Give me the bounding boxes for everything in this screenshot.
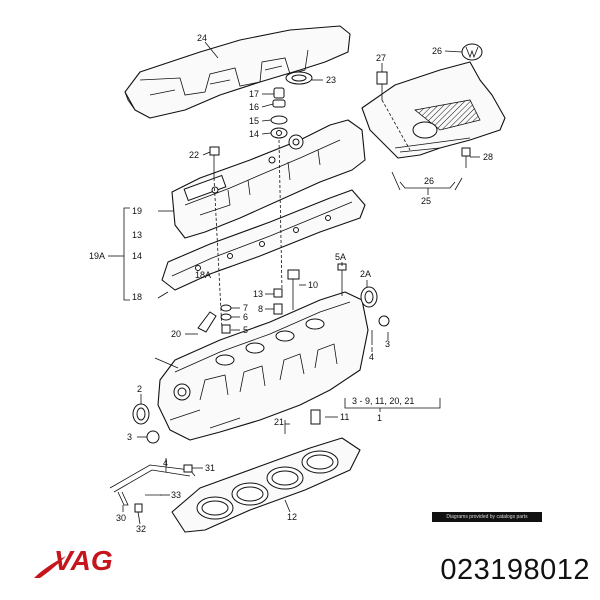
brand-swoosh <box>34 556 66 578</box>
sealing-plug-3b <box>378 315 390 327</box>
callout-18a: 18A <box>195 270 211 280</box>
lower-support-bracket <box>109 464 196 513</box>
callout-4-right: 4 <box>369 352 374 362</box>
bolt-27 <box>376 71 388 100</box>
stud-left <box>154 357 179 369</box>
leader-lines <box>108 41 480 525</box>
callout-20: 20 <box>171 329 181 339</box>
callout-6: 6 <box>243 312 248 322</box>
callout-22: 22 <box>189 150 199 160</box>
callout-13-upper: 13 <box>132 230 142 240</box>
callout-28: 28 <box>483 152 493 162</box>
callout-3-9-range: 3 - 9, 11, 20, 21 <box>352 396 414 406</box>
brand-wordmark: VAG <box>54 545 113 576</box>
callout-26-emblem: 26 <box>432 46 442 56</box>
bracket-20 <box>197 311 217 333</box>
nut-5 <box>221 324 231 334</box>
oil-filler-seal-ring <box>285 71 313 85</box>
callout-16: 16 <box>249 102 259 112</box>
callout-15: 15 <box>249 116 259 126</box>
callout-3-left: 3 <box>127 432 132 442</box>
callout-21: 21 <box>274 417 284 427</box>
callout-labels: 24 23 17 16 15 14 22 27 26 28 26 25 19 1… <box>89 33 493 534</box>
callout-8: 8 <box>258 304 263 314</box>
callout-17: 17 <box>249 89 259 99</box>
head-bolt-10 <box>287 269 300 310</box>
callout-3-right: 3 <box>385 339 390 349</box>
valve-cover-gasket <box>161 189 366 291</box>
valve-stem-seal <box>273 288 283 298</box>
callout-18: 18 <box>132 292 142 302</box>
callout-10: 10 <box>308 280 318 290</box>
callout-23: 23 <box>326 75 336 85</box>
callout-33: 33 <box>171 490 181 500</box>
callout-19: 19 <box>132 206 142 216</box>
callout-32: 32 <box>136 524 146 534</box>
callout-30: 30 <box>116 513 126 523</box>
callout-26-cover: 26 <box>424 176 434 186</box>
sleeve-11 <box>310 409 321 425</box>
part-number: 023198012 <box>440 554 590 586</box>
valve-guide <box>273 303 283 315</box>
callout-5: 5 <box>243 325 248 335</box>
engine-cover-top <box>124 25 351 119</box>
callout-1: 1 <box>377 413 382 423</box>
callout-19a: 19A <box>89 251 105 261</box>
emblem-badge <box>461 43 483 61</box>
callout-7: 7 <box>243 303 248 313</box>
callout-2a: 2A <box>360 269 371 279</box>
watermark-strip: Diagrams provided by catalogs parts <box>432 512 542 522</box>
crankshaft-seal-2 <box>132 403 150 425</box>
washer-6 <box>220 313 232 321</box>
bolt-22 <box>209 146 220 178</box>
stud-5a <box>337 263 347 296</box>
washer-7 <box>220 304 232 312</box>
camshaft-seal-2a <box>360 286 378 308</box>
callout-24: 24 <box>197 33 207 43</box>
cylinder-head <box>157 291 369 441</box>
bolt-28 <box>461 147 471 168</box>
sealing-plug-3 <box>146 430 160 444</box>
callout-5a: 5A <box>335 252 346 262</box>
brand-logo: VAG <box>34 545 113 578</box>
callout-2: 2 <box>137 384 142 394</box>
engine-trim-cover-right <box>361 61 506 159</box>
cover-fastener-stack <box>270 87 288 139</box>
callout-4-lower: 4 <box>163 458 168 468</box>
callout-12: 12 <box>287 512 297 522</box>
callout-14-bracket: 14 <box>132 251 142 261</box>
cylinder-head-gasket <box>171 437 361 533</box>
callout-14: 14 <box>249 129 259 139</box>
callout-13-lower: 13 <box>253 289 263 299</box>
callout-11: 11 <box>340 412 349 422</box>
callout-27: 27 <box>376 53 386 63</box>
callout-25: 25 <box>421 196 431 206</box>
callout-31: 31 <box>205 463 215 473</box>
